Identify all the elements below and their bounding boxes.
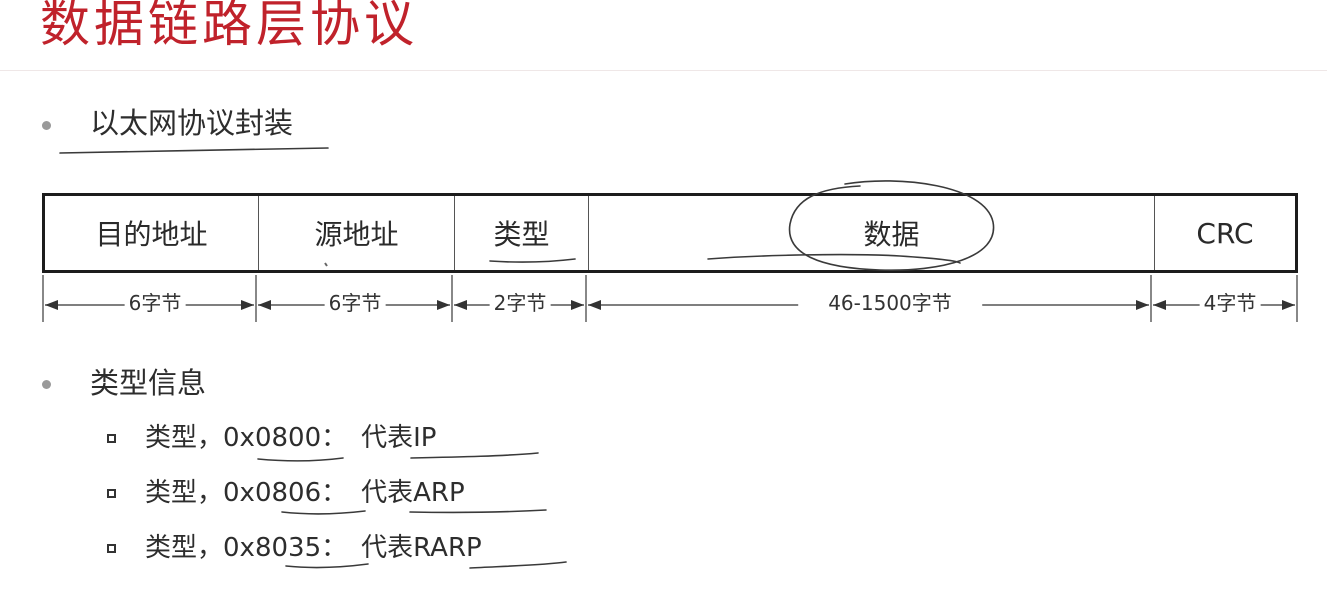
- bullet-encapsulation: 以太网协议封装: [90, 106, 294, 140]
- type-code: 0x0806: [223, 478, 322, 508]
- underline-meaning-rarp: [469, 561, 567, 569]
- type-meaning: 代表ARP: [361, 478, 465, 508]
- underline-meaning-arp: [409, 509, 547, 514]
- type-separator: ：: [321, 533, 348, 563]
- type-meaning: 代表RARP: [361, 533, 482, 563]
- underline-encapsulation: [59, 147, 329, 154]
- type-separator: ：: [321, 478, 348, 508]
- type-meaning: 代表IP: [361, 423, 437, 453]
- size-label-type: 2字节: [489, 290, 551, 316]
- frame-field-type: 类型: [455, 196, 589, 270]
- size-label-data: 46-1500字节: [798, 290, 982, 316]
- underline-code-arp: [281, 510, 366, 515]
- slide-title: 数据链路层协议: [40, 0, 418, 53]
- sub-bullet-marker: [107, 489, 116, 498]
- frame-field-dest-address: 目的地址: [45, 196, 259, 270]
- type-prefix: 类型，: [145, 423, 224, 453]
- type-code: 0x0800: [223, 423, 322, 453]
- size-label-dest: 6字节: [124, 290, 186, 316]
- type-item-rarp: 类型，0x8035： 代表RARP: [145, 531, 482, 565]
- frame-field-src-address: 源地址: [259, 196, 455, 270]
- title-divider: [0, 70, 1327, 71]
- sub-bullet-marker: [107, 434, 116, 443]
- underline-code-ip: [257, 457, 344, 462]
- type-prefix: 类型，: [145, 478, 224, 508]
- type-separator: ：: [321, 423, 348, 453]
- bullet-dot: [42, 380, 51, 389]
- type-item-arp: 类型，0x0806： 代表ARP: [145, 476, 465, 510]
- sub-bullet-marker: [107, 544, 116, 553]
- bullet-type-info: 类型信息: [90, 366, 207, 400]
- frame-field-data: 数据: [589, 196, 1155, 270]
- size-label-src: 6字节: [324, 290, 386, 316]
- bullet-dot: [42, 121, 51, 130]
- type-prefix: 类型，: [145, 533, 224, 563]
- type-item-ip: 类型，0x0800： 代表IP: [145, 421, 437, 455]
- size-label-crc: 4字节: [1199, 290, 1261, 316]
- type-code: 0x8035: [223, 533, 322, 563]
- ethernet-frame-table: 目的地址 源地址 类型 数据 CRC: [42, 193, 1298, 273]
- frame-field-crc: CRC: [1196, 216, 1254, 250]
